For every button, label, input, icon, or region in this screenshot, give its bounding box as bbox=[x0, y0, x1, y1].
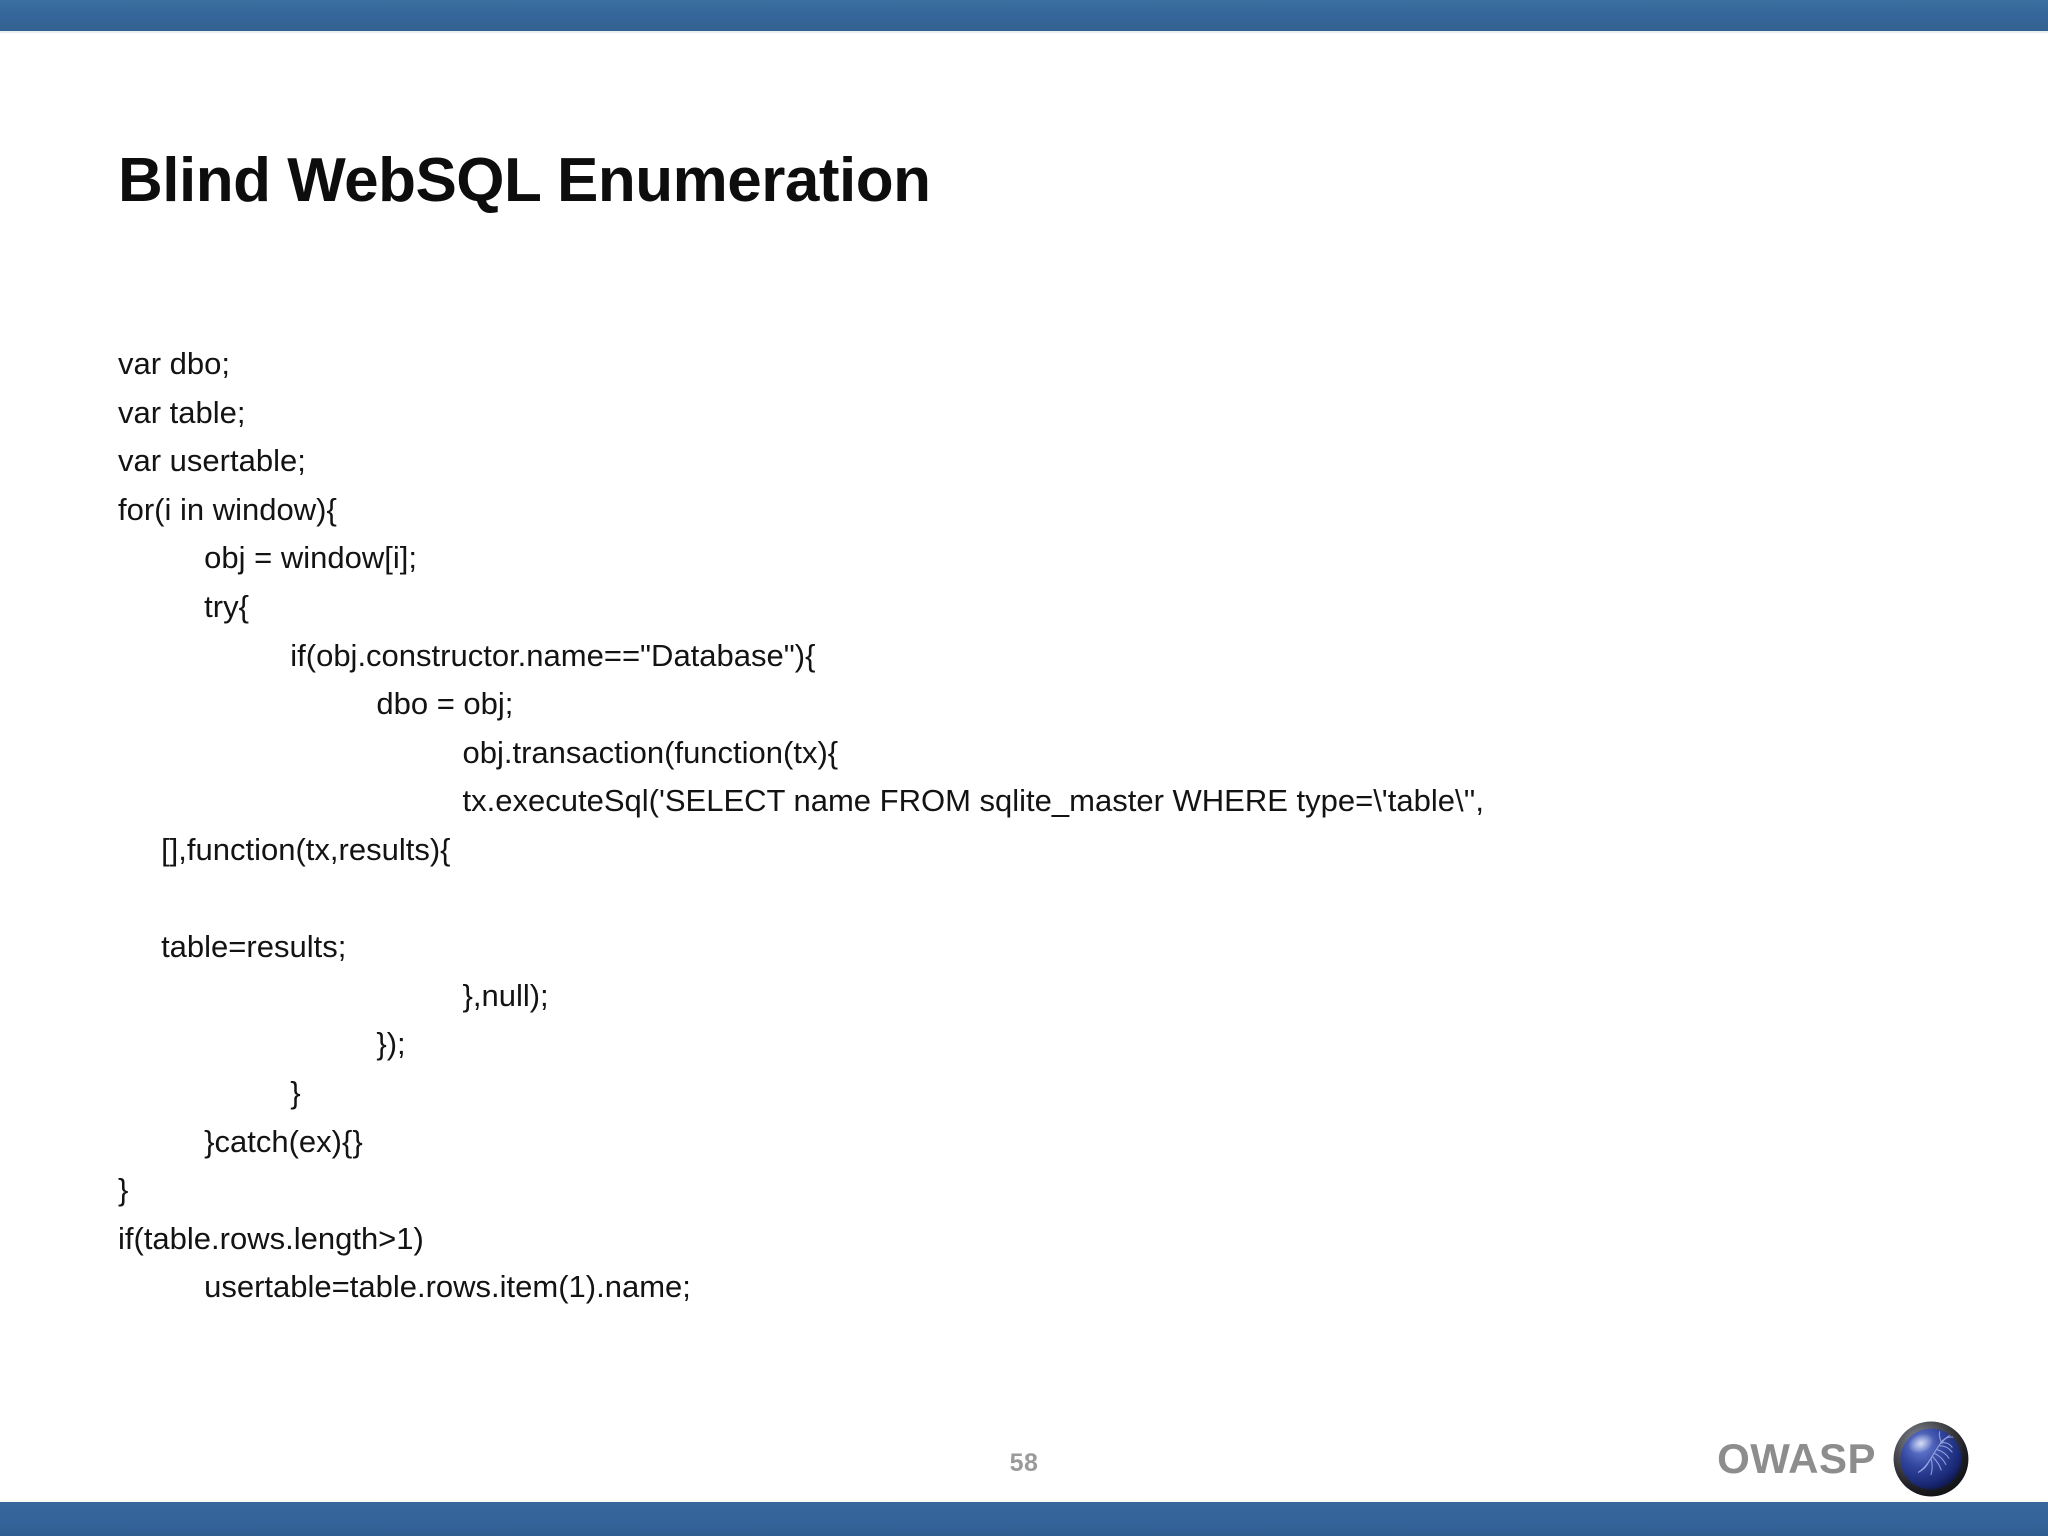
code-line: for(i in window){ bbox=[118, 491, 337, 527]
top-accent-bar bbox=[0, 0, 2048, 31]
bottom-accent-hairline bbox=[0, 1500, 2048, 1502]
owasp-footer-mark: OWASP bbox=[1717, 1420, 1970, 1498]
page-number: 58 bbox=[1009, 1449, 1039, 1477]
code-line: obj = window[i]; bbox=[118, 540, 417, 576]
code-line: },null); bbox=[118, 977, 549, 1013]
top-accent-hairline bbox=[0, 31, 2048, 33]
code-line: } bbox=[118, 1172, 129, 1208]
code-line: if(obj.constructor.name=="Database"){ bbox=[118, 637, 816, 673]
owasp-wordmark: OWASP bbox=[1717, 1435, 1876, 1482]
code-line: }); bbox=[118, 1026, 406, 1062]
code-line: table=results; bbox=[118, 929, 347, 965]
code-line: try{ bbox=[118, 588, 249, 624]
code-line bbox=[118, 875, 1938, 924]
code-line: tx.executeSql('SELECT name FROM sqlite_m… bbox=[118, 783, 1485, 819]
page-title: Blind WebSQL Enumeration bbox=[118, 145, 931, 215]
code-line: dbo = obj; bbox=[118, 686, 514, 722]
code-line: if(table.rows.length>1) bbox=[118, 1220, 424, 1256]
owasp-sphere-logo-icon bbox=[1892, 1420, 1970, 1498]
bottom-accent-bar bbox=[0, 1502, 2048, 1536]
code-line: usertable=table.rows.item(1).name; bbox=[118, 1269, 691, 1305]
code-block: var dbo; var table; var usertable; for(i in… bbox=[118, 340, 1938, 1312]
code-line: [],function(tx,results){ bbox=[118, 831, 451, 867]
code-line: }catch(ex){} bbox=[118, 1123, 363, 1159]
code-line: var dbo; bbox=[118, 346, 231, 381]
code-line: } bbox=[118, 1074, 301, 1110]
code-line: var table; bbox=[118, 394, 246, 430]
code-line: obj.transaction(function(tx){ bbox=[118, 734, 839, 770]
code-line: var usertable; bbox=[118, 443, 306, 479]
